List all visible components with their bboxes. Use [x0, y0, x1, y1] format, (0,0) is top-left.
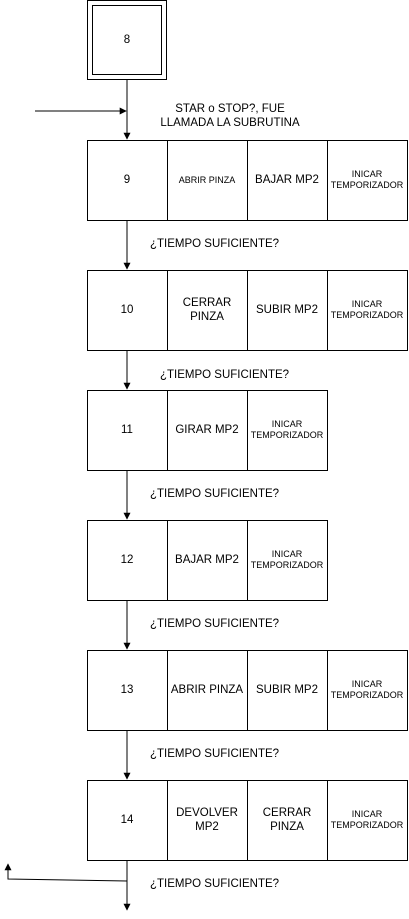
step-action-text: INICAR TEMPORIZADOR	[330, 169, 404, 190]
transition-condition-label: ¿TIEMPO SUFICIENTE?	[150, 488, 280, 500]
step-action: CERRAR PINZA	[167, 270, 247, 350]
step-action: CERRAR PINZA	[247, 780, 327, 860]
transition-condition-label: ¿TIEMPO SUFICIENTE?	[160, 369, 290, 381]
step-action-text: SUBIR MP2	[256, 304, 318, 316]
step-action: INICAR TEMPORIZADOR	[327, 650, 407, 730]
step-action: ABRIR PINZA	[167, 140, 247, 220]
transition-condition-label: ¿TIEMPO SUFICIENTE?	[150, 618, 280, 630]
step-number: 12	[120, 554, 134, 566]
step-action: GIRAR MP2	[167, 390, 247, 470]
step-action-text: ABRIR PINZA	[178, 174, 236, 185]
step-action: BAJAR MP2	[247, 140, 327, 220]
loop-return-arrow	[4, 863, 128, 882]
step-action-text: INICAR TEMPORIZADOR	[330, 809, 404, 830]
step-number: 9	[123, 174, 131, 186]
transition-condition-label: ¿TIEMPO SUFICIENTE?	[150, 878, 280, 890]
transition-condition-label: ¿TIEMPO SUFICIENTE?	[150, 748, 280, 760]
step-action: INICAR TEMPORIZADOR	[327, 780, 407, 860]
step-11-box	[87, 390, 328, 471]
step-action-text: BAJAR MP2	[175, 554, 239, 566]
step-12-box	[87, 520, 328, 601]
step-action-text: DEVOLVER MP2	[176, 807, 238, 833]
step-action: INICAR TEMPORIZADOR	[327, 140, 407, 220]
step-number: 11	[121, 424, 133, 436]
step-action-text: INICAR TEMPORIZADOR	[250, 419, 324, 440]
step-action-text: INICAR TEMPORIZADOR	[250, 549, 324, 570]
step-action: DEVOLVER MP2	[167, 780, 247, 860]
step-action-text: CERRAR PINZA	[182, 297, 232, 323]
initial-step-outer-box	[87, 0, 167, 80]
step-action-text: SUBIR MP2	[256, 684, 318, 696]
step-action: INICAR TEMPORIZADOR	[247, 520, 327, 600]
step-action-text: INICAR TEMPORIZADOR	[330, 679, 404, 700]
step-action-text: GIRAR MP2	[175, 424, 239, 436]
step-number: 14	[120, 814, 134, 826]
step-number: 10	[120, 304, 134, 316]
step-number: 13	[120, 684, 134, 696]
transition-condition-label: ¿TIEMPO SUFICIENTE?	[150, 238, 280, 250]
step-action: INICAR TEMPORIZADOR	[247, 390, 327, 470]
entry-condition-label: STAR o STOP?, FUE LLAMADA LA SUBRUTINA	[160, 103, 300, 129]
step-action: SUBIR MP2	[247, 650, 327, 730]
step-action-text: CERRAR PINZA	[262, 807, 312, 833]
step-action-text: BAJAR MP2	[255, 174, 319, 186]
step-action: ABRIR PINZA	[167, 650, 247, 730]
step-action: SUBIR MP2	[247, 270, 327, 350]
step-action: BAJAR MP2	[167, 520, 247, 600]
initial-step-inner-box	[92, 5, 162, 75]
initial-step-number: 8	[123, 34, 131, 46]
step-action-text: ABRIR PINZA	[170, 684, 244, 696]
step-action-text: INICAR TEMPORIZADOR	[330, 299, 404, 320]
step-action: INICAR TEMPORIZADOR	[327, 270, 407, 350]
